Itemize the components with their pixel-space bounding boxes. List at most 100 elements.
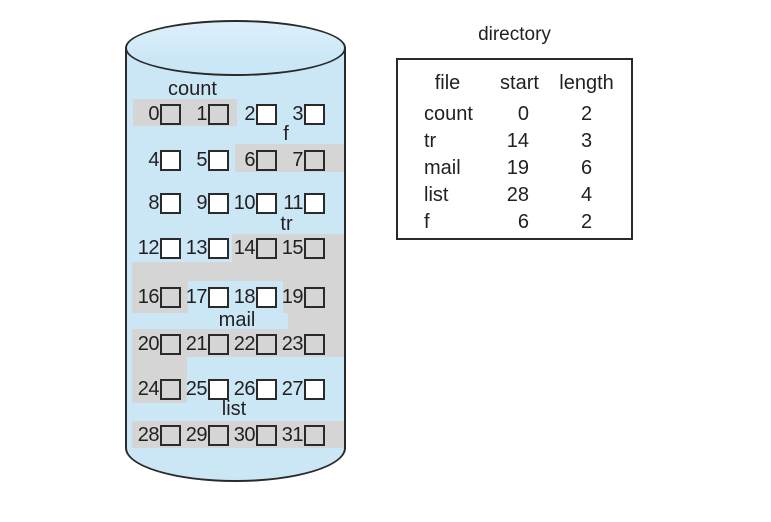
directory-cell-length: 6 <box>580 157 593 179</box>
block-number: 28 <box>137 424 160 446</box>
disk-block-18: 18 <box>229 286 277 308</box>
block-square <box>208 149 229 171</box>
disk-block-23: 23 <box>277 333 325 355</box>
disk-file-label-tr: tr <box>280 213 293 235</box>
disk-block-3: 3 <box>277 103 325 125</box>
block-square <box>304 378 325 400</box>
block-number: 12 <box>137 237 160 259</box>
block-row: 20 21 22 23 <box>133 333 325 355</box>
block-square <box>160 378 181 400</box>
block-number: 4 <box>148 149 159 171</box>
block-square <box>304 286 325 308</box>
block-square <box>256 103 277 125</box>
block-number: 31 <box>281 424 304 446</box>
block-number: 26 <box>233 378 256 400</box>
block-number: 21 <box>185 333 208 355</box>
block-number: 19 <box>281 286 304 308</box>
directory-header-start: start <box>500 72 539 94</box>
block-number: 5 <box>196 149 207 171</box>
disk-block-31: 31 <box>277 424 325 446</box>
disk-file-label-f: f <box>283 123 289 145</box>
allocation-band-tr-wrap <box>132 262 344 281</box>
disk-block-2: 2 <box>229 103 277 125</box>
block-number: 1 <box>196 103 207 125</box>
allocation-band-mail-connector <box>288 313 344 329</box>
block-number: 17 <box>185 286 208 308</box>
block-square <box>304 103 325 125</box>
block-square <box>160 237 181 259</box>
block-number: 20 <box>137 333 160 355</box>
block-square <box>256 333 277 355</box>
disk-block-14: 14 <box>229 237 277 259</box>
disk-block-25: 25 <box>181 378 229 400</box>
disk-block-15: 15 <box>277 237 325 259</box>
directory-row-tr: tr 14 3 <box>398 128 631 155</box>
disk-block-19: 19 <box>277 286 325 308</box>
directory-cell-start: 14 <box>506 130 529 152</box>
block-number: 29 <box>185 424 208 446</box>
block-square <box>208 103 229 125</box>
directory-title: directory <box>478 24 551 45</box>
disk-cylinder-top <box>125 20 346 76</box>
directory-header-length: length <box>559 72 614 94</box>
block-square <box>160 149 181 171</box>
disk-block-26: 26 <box>229 378 277 400</box>
block-square <box>256 424 277 446</box>
disk-block-8: 8 <box>133 192 181 214</box>
block-number: 24 <box>137 378 160 400</box>
block-square <box>304 424 325 446</box>
disk-block-4: 4 <box>133 149 181 171</box>
disk-block-30: 30 <box>229 424 277 446</box>
directory-cell-file: list <box>424 184 449 206</box>
block-square <box>304 237 325 259</box>
block-row: 28 29 30 31 <box>133 424 325 446</box>
disk-block-20: 20 <box>133 333 181 355</box>
allocation-band-tr <box>232 234 344 262</box>
block-square <box>160 333 181 355</box>
block-square <box>304 192 325 214</box>
block-square <box>256 192 277 214</box>
block-square <box>208 286 229 308</box>
directory-cell-file: f <box>424 211 430 233</box>
block-number: 27 <box>281 378 304 400</box>
block-number: 22 <box>233 333 256 355</box>
directory-header-row: file start length <box>398 70 631 97</box>
block-number: 3 <box>292 103 303 125</box>
block-number: 30 <box>233 424 256 446</box>
directory-cell-length: 2 <box>580 211 593 233</box>
directory-cell-length: 3 <box>580 130 593 152</box>
block-square <box>160 192 181 214</box>
allocation-band-f <box>235 144 344 172</box>
block-square <box>208 237 229 259</box>
disk-block-12: 12 <box>133 237 181 259</box>
block-number: 0 <box>148 103 159 125</box>
block-number: 25 <box>185 378 208 400</box>
block-number: 11 <box>283 192 303 214</box>
disk-block-9: 9 <box>181 192 229 214</box>
directory-cell-start: 0 <box>517 103 529 125</box>
disk-block-10: 10 <box>229 192 277 214</box>
block-square <box>208 424 229 446</box>
disk-block-0: 0 <box>133 103 181 125</box>
block-square <box>256 378 277 400</box>
directory-cell-start: 19 <box>506 157 529 179</box>
disk-block-11: 11 <box>277 192 325 214</box>
block-number: 7 <box>292 149 303 171</box>
disk-file-label-mail: mail <box>218 309 256 331</box>
block-square <box>304 333 325 355</box>
disk-block-22: 22 <box>229 333 277 355</box>
block-number: 15 <box>281 237 304 259</box>
directory-cell-file: tr <box>424 130 437 152</box>
block-square <box>208 378 229 400</box>
block-square <box>160 424 181 446</box>
